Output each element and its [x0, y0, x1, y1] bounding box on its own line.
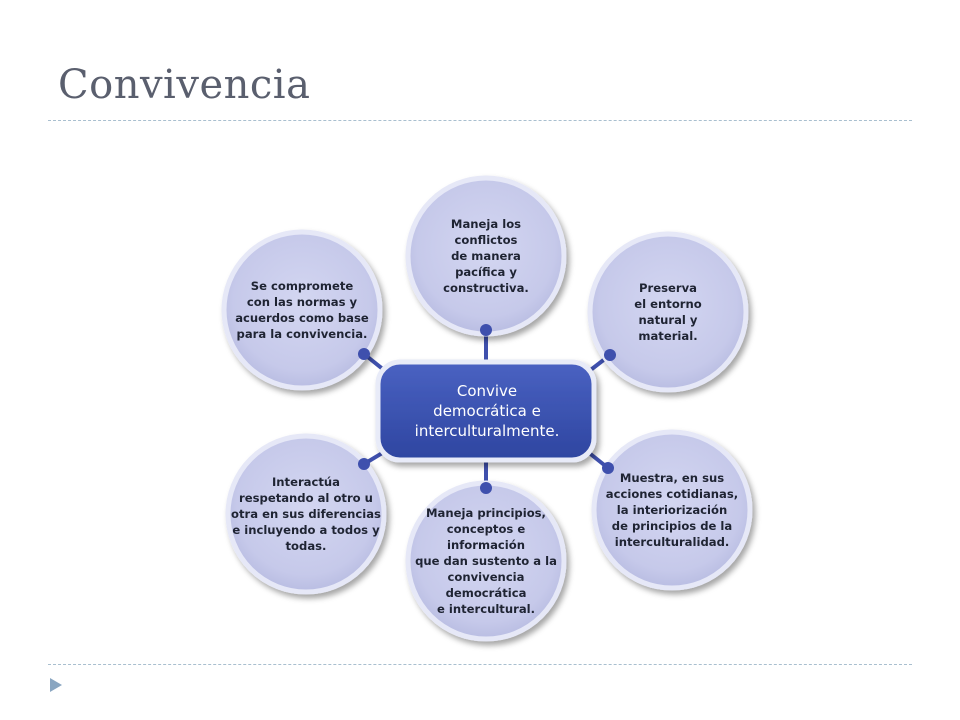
- triangle-right-icon[interactable]: [48, 676, 64, 694]
- connector-dot-top-right: [604, 349, 616, 361]
- node-circle-bottom-left: [225, 433, 387, 595]
- node-circles: [221, 175, 753, 642]
- node-label-bottom-left: Interactúa respetando al otro u otra en …: [231, 475, 381, 553]
- node-circle-bottom-right: [591, 429, 753, 591]
- footer-divider: [48, 664, 912, 665]
- center-box: [375, 359, 597, 463]
- slide-title: Convivencia: [58, 62, 311, 108]
- connector-dot-top: [480, 324, 492, 336]
- center-label: Convive democrática e interculturalmente…: [414, 382, 560, 440]
- connector-dot-top-left: [358, 348, 370, 360]
- connector-dot-bottom-right: [602, 462, 614, 474]
- node-label-top: Maneja los conflictos de manera pacífica…: [443, 217, 529, 295]
- connector-dots: [358, 324, 616, 494]
- connector-dot-bottom: [480, 482, 492, 494]
- node-label-top-right: Preserva el entorno natural y material.: [634, 281, 702, 343]
- node-circle-top-right: [587, 231, 749, 393]
- connector-dot-bottom-left: [358, 458, 370, 470]
- title-divider: [48, 120, 912, 121]
- node-label-bottom-right: Muestra, en sus acciones cotidianas, la …: [605, 471, 739, 549]
- node-label-top-left: Se compromete con las normas y acuerdos …: [235, 279, 369, 341]
- node-label-bottom: Maneja principios, conceptos e informaci…: [415, 506, 557, 616]
- node-circle-top-left: [221, 229, 383, 391]
